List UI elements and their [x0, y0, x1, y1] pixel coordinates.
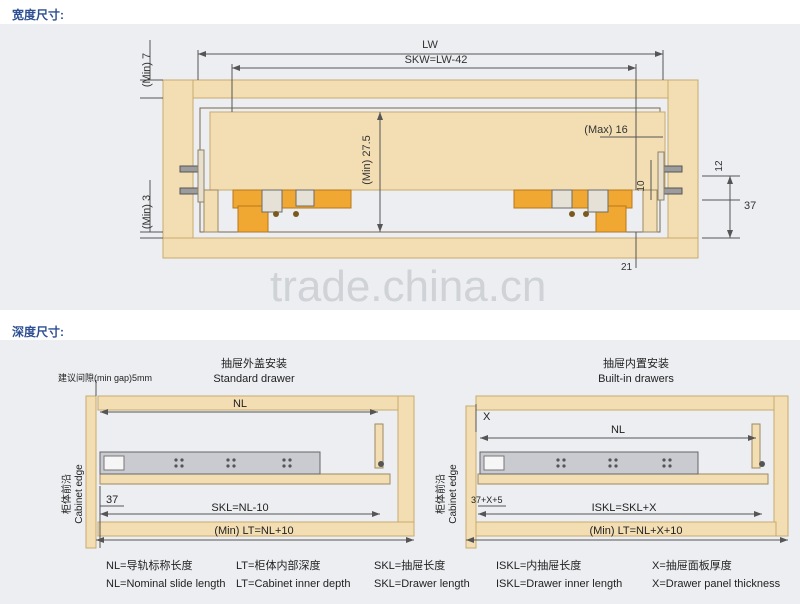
cabinet-bottom-panel	[162, 237, 699, 259]
dim-lw: LW	[422, 39, 438, 51]
front-panel-right	[465, 405, 477, 549]
legend-item-nl: NL=导轨标称长度 NL=Nominal slide length	[106, 557, 226, 593]
legend-en: LT=Cabinet inner depth	[236, 578, 351, 590]
dim-min7: (Min) 7	[141, 53, 153, 87]
dim-10: 10	[636, 180, 647, 192]
legend-cn: NL=导轨标称长度	[106, 560, 193, 572]
drawer-bottom-right	[477, 473, 769, 485]
legend-cn: ISKL=内抽屉长度	[496, 560, 582, 572]
right-screws	[657, 151, 683, 201]
legend-en: X=Drawer panel thickness	[652, 578, 781, 590]
dim-lt-standard: (Min) LT=NL+10	[214, 525, 293, 537]
right-slide-bracket	[513, 189, 633, 233]
section-title-depth: 深度尺寸:	[12, 325, 64, 339]
cabinet-edge-en-left: Cabinet edge	[74, 464, 85, 524]
dim-x: X	[483, 411, 491, 423]
cabinet-top-right	[475, 395, 777, 411]
right-rail	[642, 189, 658, 233]
cabinet-top-left	[97, 395, 415, 411]
front-panel-left	[85, 395, 97, 549]
slide-end-left	[103, 455, 125, 471]
legend-item-x: X=抽屉面板厚度 X=Drawer panel thickness	[652, 557, 780, 593]
dim-max16: (Max) 16	[584, 124, 627, 136]
width-view: LW SKW=LW-42 (Min) 7 (Min) 3 (Min) 27.5 …	[140, 39, 756, 273]
legend-en: ISKL=Drawer inner length	[496, 578, 623, 590]
legend-item-lt: LT=柜体内部深度 LT=Cabinet inner depth	[236, 557, 350, 593]
dim-lt-builtin: (Min) LT=NL+X+10	[589, 525, 682, 537]
title-cn-standard: 抽屉外盖安装	[221, 356, 287, 370]
slide-stop-left	[378, 461, 384, 467]
cabinet-edge-cn-right: 柜体前沿	[434, 474, 447, 514]
cabinet-back-right	[773, 395, 789, 537]
slide-rail-right	[479, 451, 699, 475]
legend-item-iskl: ISKL=内抽屉长度 ISKL=Drawer inner length	[496, 557, 622, 593]
left-slide-bracket	[232, 189, 352, 233]
cabinet-right-panel	[667, 79, 699, 259]
legend-cn: SKL=抽屉长度	[374, 560, 446, 572]
depth-view-builtin: 抽屉内置安装 Built-in drawers X NL 37+X+5 ISKL…	[434, 356, 789, 549]
drawer-back-right	[751, 423, 761, 469]
dim-iskl: ISKL=SKL+X	[592, 502, 657, 514]
min-gap-label: 建议间隙(min gap)5mm	[58, 372, 152, 383]
cabinet-top-panel	[162, 79, 699, 99]
slide-end-right	[483, 455, 505, 471]
slide-stop-right	[759, 461, 765, 467]
section-title-width: 宽度尺寸:	[12, 8, 64, 22]
title-cn-builtin: 抽屉内置安装	[603, 356, 669, 370]
cabinet-edge-en-right: Cabinet edge	[448, 464, 459, 524]
dim-skl-standard: SKL=NL-10	[211, 502, 268, 514]
cabinet-bottom-right	[475, 521, 777, 537]
legend-en: NL=Nominal slide length	[106, 578, 226, 590]
dim-min3: (Min) 3	[141, 195, 153, 229]
cabinet-edge-cn-left: 柜体前沿	[60, 474, 73, 514]
drawer-front-panel	[209, 111, 666, 191]
title-en-builtin: Built-in drawers	[598, 373, 674, 385]
depth-view-standard: 抽屉外盖安装 Standard drawer 建议间隙(min gap)5mm …	[58, 356, 415, 549]
dim-37: 37	[744, 200, 756, 212]
dim-37-standard: 37	[106, 494, 118, 506]
cabinet-bottom-left	[97, 521, 415, 537]
drawer-back-left	[374, 423, 384, 469]
left-rail	[203, 189, 219, 233]
legend-cn: X=抽屉面板厚度	[652, 560, 732, 572]
left-screws	[179, 149, 205, 203]
legend-item-skl: SKL=抽屉长度 SKL=Drawer length	[374, 557, 470, 593]
dim-12: 12	[714, 160, 725, 172]
drawer-bottom-left	[99, 473, 391, 485]
legend-cn: LT=柜体内部深度	[236, 560, 321, 572]
dim-21: 21	[621, 262, 633, 273]
legend-en: SKL=Drawer length	[374, 578, 470, 590]
title-en-standard: Standard drawer	[213, 373, 295, 385]
dim-37x5: 37+X+5	[471, 495, 503, 505]
dim-nl-standard: NL	[233, 398, 247, 410]
cabinet-back-left	[397, 395, 415, 537]
watermark: trade.china.cn	[270, 262, 547, 311]
dim-nl-builtin: NL	[611, 424, 625, 436]
dim-skw: SKW=LW-42	[405, 54, 468, 66]
slide-rail-left	[99, 451, 321, 475]
dim-min27: (Min) 27.5	[361, 135, 373, 185]
